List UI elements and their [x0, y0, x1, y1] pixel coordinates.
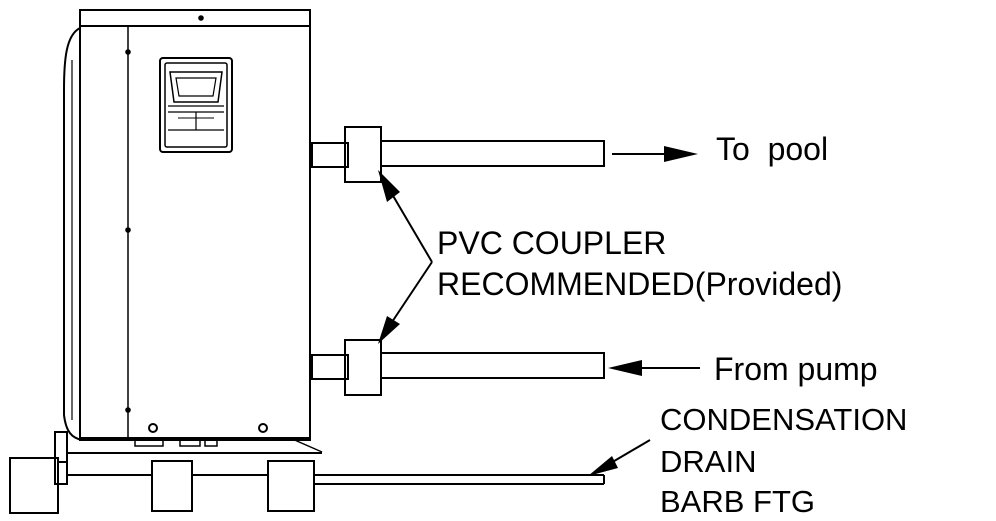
- outlet-pipe: [311, 126, 605, 183]
- label-drain-line1: CONDENSATION: [660, 402, 907, 437]
- inlet-pipe: [311, 339, 605, 396]
- arrow-from-pump: [608, 360, 700, 376]
- arrow-coupler-bottom: [378, 261, 433, 344]
- drain-line: [9, 431, 605, 514]
- arrow-coupler-top: [378, 170, 433, 263]
- label-to-pool: To pool: [716, 131, 828, 167]
- label-coupler-line2: RECOMMENDED(Provided): [437, 266, 842, 302]
- arrow-to-pool: [612, 146, 698, 162]
- label-coupler-line1: PVC COUPLER: [437, 225, 666, 261]
- unit-body: [79, 9, 311, 441]
- label-drain-line2: DRAIN: [660, 444, 756, 479]
- coupler-bottom: [344, 339, 382, 396]
- unit-side-panel: [63, 27, 83, 441]
- label-drain-line3: BARB FTG: [660, 484, 815, 519]
- base-block-left: [9, 457, 59, 514]
- screw-left: [148, 423, 158, 433]
- heat-pump-unit: [63, 9, 323, 453]
- coupler-top: [344, 126, 382, 183]
- arrow-drain: [588, 439, 651, 476]
- screw-right: [258, 423, 268, 433]
- unit-base: [134, 437, 323, 453]
- label-from-pump: From pump: [714, 351, 878, 387]
- base-block-mid: [151, 460, 193, 512]
- control-panel: [159, 57, 233, 153]
- base-block-right: [267, 460, 315, 512]
